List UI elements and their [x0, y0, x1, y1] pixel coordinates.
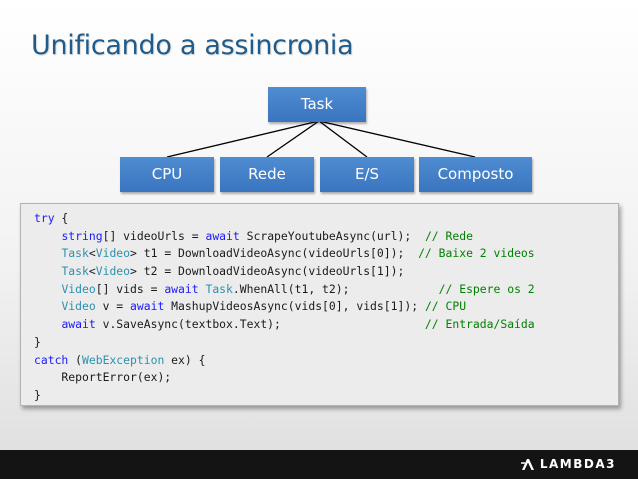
code-text: > t1 = DownloadVideoAsync(videoUrls[0]);	[130, 246, 419, 261]
code-keyword: await	[61, 317, 96, 332]
code-block: try { string[] videoUrls = await ScrapeY…	[20, 203, 619, 406]
code-text: MashupVideosAsync(vids[0], vids[1]);	[164, 299, 425, 314]
code-keyword: await	[130, 299, 165, 314]
code-text	[34, 229, 61, 243]
code-text: <	[88, 246, 96, 261]
code-comment: // Espere os 2	[438, 281, 535, 296]
code-text: ReportError(ex);	[34, 370, 172, 385]
code-line: await v.SaveAsync(textbox.Text); // Entr…	[34, 316, 618, 334]
code-type: Video	[61, 281, 96, 296]
code-type: Video	[95, 246, 131, 261]
code-keyword: string	[61, 228, 103, 243]
code-type: Task	[205, 281, 233, 296]
code-line: }	[34, 334, 618, 352]
connector-cpu	[166, 120, 320, 158]
code-line: Task<Video> t2 = DownloadVideoAsync(vide…	[34, 263, 618, 281]
code-text: > t2 = DownloadVideoAsync(videoUrls[1]);	[130, 264, 405, 279]
task-hierarchy-diagram: Task CPU Rede E/S Composto	[0, 0, 638, 200]
task-box: Task	[268, 87, 366, 122]
code-line: Task<Video> t1 = DownloadVideoAsync(vide…	[34, 245, 618, 263]
code-text: .WhenAll(t1, t2);	[232, 281, 439, 296]
code-keyword: try	[34, 211, 55, 225]
cpu-box: CPU	[120, 157, 214, 192]
code-text: [] vids =	[95, 281, 165, 296]
code-type: WebException	[82, 352, 165, 367]
code-text: {	[54, 211, 69, 225]
lambda3-logo-icon	[520, 459, 534, 470]
code-line: Video v = await MashupVideosAsync(vids[0…	[34, 298, 618, 316]
code-text: ScrapeYoutubeAsync(url);	[239, 228, 425, 243]
code-text: }	[34, 387, 41, 402]
code-keyword: await	[164, 281, 199, 296]
code-text: v.SaveAsync(textbox.Text);	[95, 317, 425, 332]
code-type: Task	[61, 264, 89, 279]
es-box: E/S	[320, 157, 414, 192]
composto-box: Composto	[419, 157, 532, 192]
logo-text: LAMBDA3	[539, 457, 616, 471]
code-line: Video[] vids = await Task.WhenAll(t1, t2…	[34, 281, 618, 299]
connector-composto	[318, 120, 476, 158]
code-text	[34, 317, 61, 331]
code-comment: // Entrada/Saída	[424, 317, 535, 332]
code-comment: // Baixe 2 videos	[418, 246, 535, 261]
code-type: Video	[95, 264, 131, 279]
code-type: Task	[61, 246, 89, 261]
lambda3-logo: LAMBDA3	[520, 457, 616, 471]
code-text: v =	[95, 299, 131, 314]
code-line: }	[34, 387, 618, 405]
rede-box: Rede	[220, 157, 314, 192]
code-keyword: catch	[34, 352, 69, 367]
code-line: string[] videoUrls = await ScrapeYoutube…	[34, 228, 618, 246]
connector-es	[318, 120, 368, 158]
connector-rede	[266, 120, 320, 158]
diagram-connectors	[166, 120, 476, 158]
code-comment: // CPU	[424, 299, 467, 314]
code-text: }	[34, 334, 41, 349]
code-text: <	[88, 264, 96, 279]
code-text: [] videoUrls =	[102, 228, 206, 243]
footer-bar: LAMBDA3	[0, 450, 638, 479]
code-text	[34, 264, 61, 278]
code-comment: // Rede	[424, 228, 473, 243]
code-text: ex) {	[164, 352, 206, 367]
code-text	[34, 282, 61, 296]
code-line: ReportError(ex);	[34, 369, 618, 387]
code-text	[34, 246, 61, 260]
code-line: try {	[34, 210, 618, 228]
code-text	[34, 299, 61, 313]
code-type: Video	[61, 299, 96, 314]
code-text: (	[68, 352, 83, 367]
code-line: catch (WebException ex) {	[34, 352, 618, 370]
slide-title: Unificando a assincronia	[31, 30, 354, 61]
code-keyword: await	[205, 228, 240, 243]
